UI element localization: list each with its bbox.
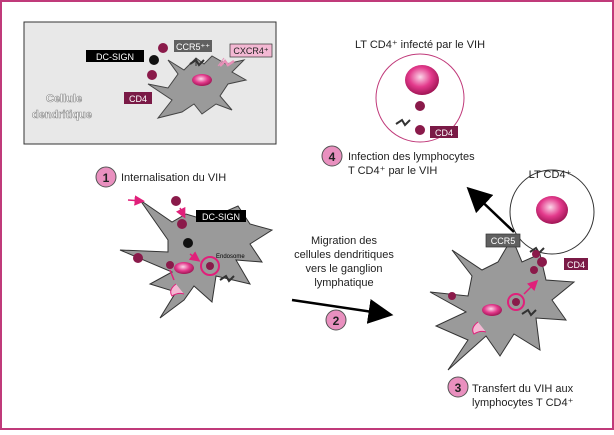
step-3-text-line1: Transfert du VIH aux xyxy=(472,383,574,395)
lt-infected-label: LT CD4⁺ infecté par le VIH xyxy=(355,39,485,51)
ccr5-label: CCR5 xyxy=(491,236,516,246)
inset-receptor-ccr5 xyxy=(189,58,205,67)
virus-4a xyxy=(415,101,425,111)
step-1-marker: 1 xyxy=(95,166,117,188)
svg-text:1: 1 xyxy=(103,171,110,185)
migration-arrow xyxy=(291,298,394,324)
inset-virus-1 xyxy=(149,55,159,65)
inset-dendritic-cell xyxy=(147,55,248,119)
svg-text:2: 2 xyxy=(333,314,340,328)
migration-line2: cellules dendritiques xyxy=(294,249,394,261)
step-3-text-line2: lymphocytes T CD4⁺ xyxy=(472,397,574,409)
migration-line3: vers le ganglion xyxy=(305,263,382,275)
svg-text:4: 4 xyxy=(329,150,336,164)
inset-panel: Cellule dendritique DC-SIGN CCR5⁺⁺ CXCR4… xyxy=(23,21,277,145)
virus-1d xyxy=(166,261,174,269)
cd4-transfer-label: CD4 xyxy=(567,260,585,270)
nucleus-cell-3 xyxy=(482,304,502,316)
inset-dc-sign-label: DC-SIGN xyxy=(96,52,134,62)
virus-1c xyxy=(133,253,143,263)
migration-line4: lymphatique xyxy=(314,277,373,289)
inset-virus-2 xyxy=(147,70,157,80)
inset-receptor-cxcr4 xyxy=(219,59,235,67)
dc-sign-label: DC-SIGN xyxy=(202,212,240,222)
t-cell-nucleus xyxy=(536,196,568,224)
svg-text:3: 3 xyxy=(455,381,462,395)
virus-4b xyxy=(415,125,425,135)
infected-t-cell xyxy=(375,53,465,143)
step-4-text-line2: T CD4⁺ par le VIH xyxy=(348,165,437,177)
cd4-infected-label: CD4 xyxy=(435,128,453,138)
inset-nucleus xyxy=(192,74,212,86)
inset-title-line1: Cellule xyxy=(46,93,82,105)
endosome-label: Endosome xyxy=(216,254,245,260)
virus-3a xyxy=(448,292,456,300)
inset-cxcr4-label: CXCR4⁺ xyxy=(233,46,269,56)
step-4-marker: 4 xyxy=(321,145,343,167)
inset-title-line2: dendritique xyxy=(32,109,92,121)
inset-cd4-label: CD4 xyxy=(129,94,147,104)
lt-cd4-label: LT CD4⁺ xyxy=(529,169,572,181)
virus-bound-dc-sign xyxy=(183,238,193,248)
infected-t-cell-nucleus xyxy=(405,65,439,95)
dendritic-cell-transfer xyxy=(429,236,576,371)
step-4-text-line1: Infection des lymphocytes xyxy=(348,151,475,163)
arrow-to-infection xyxy=(466,186,515,233)
migration-line1: Migration des xyxy=(311,235,378,247)
virus-1a xyxy=(171,196,181,206)
endosome-cell-3 xyxy=(507,293,525,311)
step-3-marker: 3 xyxy=(447,376,469,398)
inset-virus-3 xyxy=(158,43,168,53)
step-1-text: Internalisation du VIH xyxy=(121,172,226,184)
step-2-marker: 2 xyxy=(325,309,347,331)
endosome xyxy=(200,256,220,276)
nucleus-cell-1 xyxy=(174,262,194,274)
virus-1b xyxy=(177,219,187,229)
inset-ccr5-label: CCR5⁺⁺ xyxy=(176,42,210,52)
virus-3b xyxy=(530,266,538,274)
